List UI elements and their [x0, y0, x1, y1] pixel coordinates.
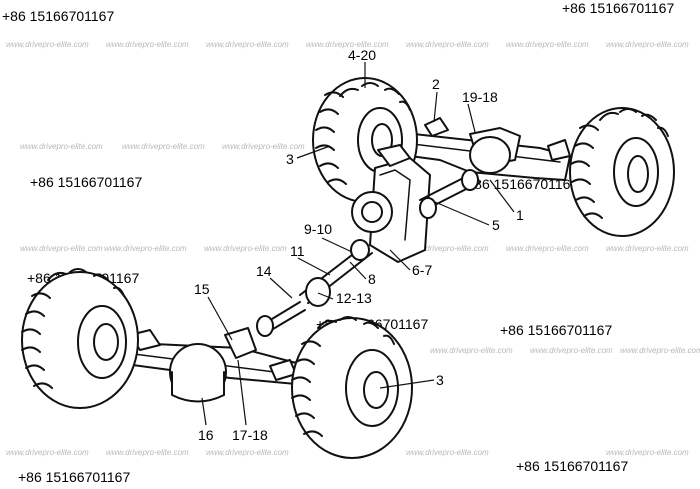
front-right-wheel [291, 316, 413, 459]
callout-6-7: 6-7 [412, 262, 432, 278]
phone-watermark: +86 15166701167 [516, 458, 629, 474]
callout-12-13: 12-13 [336, 290, 372, 306]
callout-17-18: 17-18 [232, 427, 268, 443]
front-propeller-shaft [256, 239, 373, 337]
site-watermark: www.drivepro-elite.com [306, 40, 389, 49]
phone-watermark: +86 15166701167 [500, 322, 613, 338]
callout-1: 1 [516, 207, 524, 223]
site-watermark: www.drivepro-elite.com [406, 40, 489, 49]
site-watermark: www.drivepro-elite.com [620, 346, 700, 355]
site-watermark: www.drivepro-elite.com [104, 244, 187, 253]
site-watermark: www.drivepro-elite.com [606, 244, 689, 253]
site-watermark: www.drivepro-elite.com [606, 448, 689, 457]
site-watermark: www.drivepro-elite.com [222, 142, 305, 151]
callout-3-top: 3 [286, 151, 294, 167]
site-watermark: www.drivepro-elite.com [6, 40, 89, 49]
site-watermark: www.drivepro-elite.com [206, 448, 289, 457]
front-left-wheel [21, 268, 139, 409]
site-watermark: www.drivepro-elite.com [506, 40, 589, 49]
site-watermark: www.drivepro-elite.com [406, 448, 489, 457]
phone-watermark: +86 15166701167 [562, 0, 675, 16]
site-watermark: www.drivepro-elite.com [430, 346, 513, 355]
site-watermark: www.drivepro-elite.com [530, 346, 613, 355]
callout-3-bottom: 3 [436, 372, 444, 388]
site-watermark: www.drivepro-elite.com [106, 40, 189, 49]
site-watermark: www.drivepro-elite.com [206, 40, 289, 49]
callout-15: 15 [194, 281, 210, 297]
callout-2: 2 [432, 76, 440, 92]
callout-5: 5 [492, 217, 500, 233]
phone-watermark: +86 15166701167 [18, 469, 131, 485]
callout-16: 16 [198, 427, 214, 443]
callout-11: 11 [290, 243, 305, 259]
callout-4-20: 4-20 [348, 47, 376, 63]
callout-19-18: 19-18 [462, 89, 498, 105]
phone-watermark: +86 15166701167 [30, 174, 143, 190]
site-watermark: www.drivepro-elite.com [506, 244, 589, 253]
callout-9-10: 9-10 [304, 221, 332, 237]
site-watermark: www.drivepro-elite.com [20, 142, 103, 151]
rear-propeller-shaft [419, 169, 481, 219]
callout-8: 8 [368, 271, 376, 287]
site-watermark: www.drivepro-elite.com [20, 244, 103, 253]
site-watermark: www.drivepro-elite.com [606, 40, 689, 49]
transfer-case [351, 144, 431, 263]
site-watermark: www.drivepro-elite.com [6, 448, 89, 457]
front-axle-housing [109, 327, 301, 403]
site-watermark: www.drivepro-elite.com [106, 448, 189, 457]
phone-watermark: +86 15166701167 [2, 8, 115, 24]
callout-14: 14 [256, 263, 272, 279]
site-watermark: www.drivepro-elite.com [204, 244, 287, 253]
rear-right-wheel [569, 107, 675, 237]
site-watermark: www.drivepro-elite.com [122, 142, 205, 151]
site-watermark: www.drivepro-elite.com [406, 244, 489, 253]
